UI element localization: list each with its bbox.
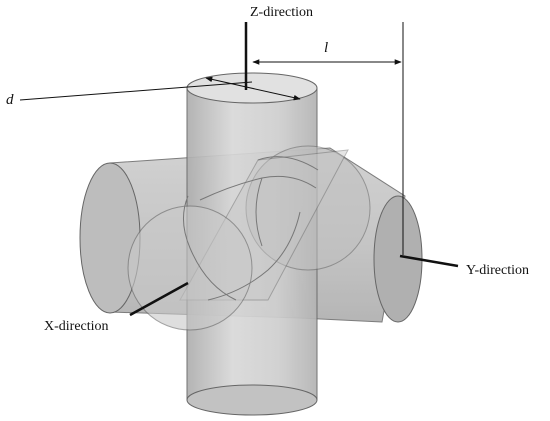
length-dimension xyxy=(252,22,404,255)
length-label: l xyxy=(324,40,328,56)
y-direction-label: Y-direction xyxy=(466,263,529,278)
x-axis-line xyxy=(129,281,189,317)
diameter-label: d xyxy=(6,92,14,108)
z-direction-label: Z-direction xyxy=(250,5,313,20)
x-direction-label: X-direction xyxy=(44,319,109,334)
y-axis-line xyxy=(399,254,459,268)
intersection-curves xyxy=(183,156,319,301)
diameter-dimension xyxy=(19,76,301,101)
